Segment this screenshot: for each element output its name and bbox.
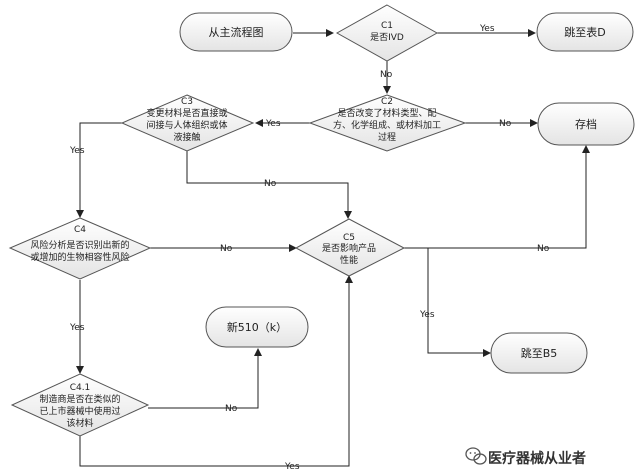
edge-label-c4-yes: Yes [69, 323, 85, 333]
edge-c41-no [148, 348, 262, 409]
edge-label-c41-no: No [225, 404, 238, 414]
decision-c1[interactable]: C1 是否IVD [335, 4, 439, 62]
decision-c41-line: 已上市器械中使用过 [39, 405, 120, 417]
decision-c3[interactable]: C3 变更材料是否直接或 间接与人体组织或体 液接触 [120, 94, 255, 152]
node-new510k[interactable]: 新510（k） [205, 306, 309, 348]
decision-c41[interactable]: C4.1 制造商是否在类似的 已上市器械中使用过 该材料 [10, 373, 150, 437]
decision-c2-id: C2 [381, 97, 393, 107]
node-jump-d-label: 跳至表D [564, 25, 605, 39]
watermark: 医疗器械从业者 [465, 447, 586, 467]
edge-label-c3-no: No [264, 179, 277, 189]
decision-c5-line: 性能 [340, 254, 358, 266]
decision-c2-line: 过程 [378, 131, 396, 143]
decision-c2[interactable]: C2 是否改变了材料类型、配 方、化学组成、或材料加工 过程 [308, 94, 467, 152]
decision-c4-id: C4 [74, 225, 86, 235]
wechat-icon [465, 447, 487, 465]
node-jump-b5-label: 跳至B5 [521, 346, 558, 360]
decision-c3-line: 间接与人体组织或体 [146, 119, 227, 131]
node-jump-b5[interactable]: 跳至B5 [490, 332, 588, 374]
edge-label-c3-yes: Yes [69, 146, 85, 156]
edge-label-c1-no: No [380, 70, 393, 80]
decision-c3-id: C3 [181, 97, 193, 107]
decision-c3-line: 变更材料是否直接或 [146, 107, 227, 119]
node-new510k-label: 新510（k） [227, 320, 287, 334]
decision-c4-line: 或增加的生物相容性风险 [30, 251, 129, 263]
edge-c3-no [186, 151, 352, 219]
decision-c41-line: 制造商是否在类似的 [39, 393, 120, 405]
decision-c2-line: 是否改变了材料类型、配 [337, 107, 436, 119]
decision-c1-id: C1 [381, 21, 393, 31]
edge-c5-no [404, 145, 590, 249]
decision-c41-line: 该材料 [66, 417, 93, 429]
edge-c3-yes [76, 122, 122, 218]
node-archive[interactable]: 存档 [537, 102, 635, 146]
decision-c4[interactable]: C4 风险分析是否识别出新的 或增加的生物相容性风险 [8, 217, 152, 280]
edge-label-c2-yes: Yes [265, 119, 281, 129]
node-jump-d[interactable]: 跳至表D [536, 12, 634, 52]
decision-c5[interactable]: C5 是否影响产品 性能 [294, 218, 406, 277]
decision-c5-line: 是否影响产品 [322, 242, 376, 254]
edge-label-c41-yes: Yes [284, 462, 300, 472]
edge-c5-yes [427, 248, 491, 357]
decision-c1-label: 是否IVD [370, 32, 404, 43]
decision-c4-line: 风险分析是否识别出新的 [30, 239, 129, 251]
decision-c5-id: C5 [343, 233, 355, 243]
edge-label-c4-no: No [220, 244, 233, 254]
decision-c41-id: C4.1 [70, 383, 91, 393]
edge-label-c5-no: No [537, 244, 550, 254]
edge-c41-yes [79, 275, 353, 467]
decision-c3-line: 液接触 [173, 131, 200, 143]
watermark-text: 医疗器械从业者 [488, 450, 586, 467]
decision-c2-line: 方、化学组成、或材料加工 [333, 119, 441, 131]
edge-label-c1-yes: Yes [479, 24, 495, 34]
edge-label-c5-yes: Yes [419, 310, 435, 320]
edge-label-c2-no: No [499, 119, 512, 129]
node-start-label: 从主流程图 [209, 25, 264, 39]
node-archive-label: 存档 [575, 117, 597, 131]
node-start[interactable]: 从主流程图 [179, 12, 293, 52]
